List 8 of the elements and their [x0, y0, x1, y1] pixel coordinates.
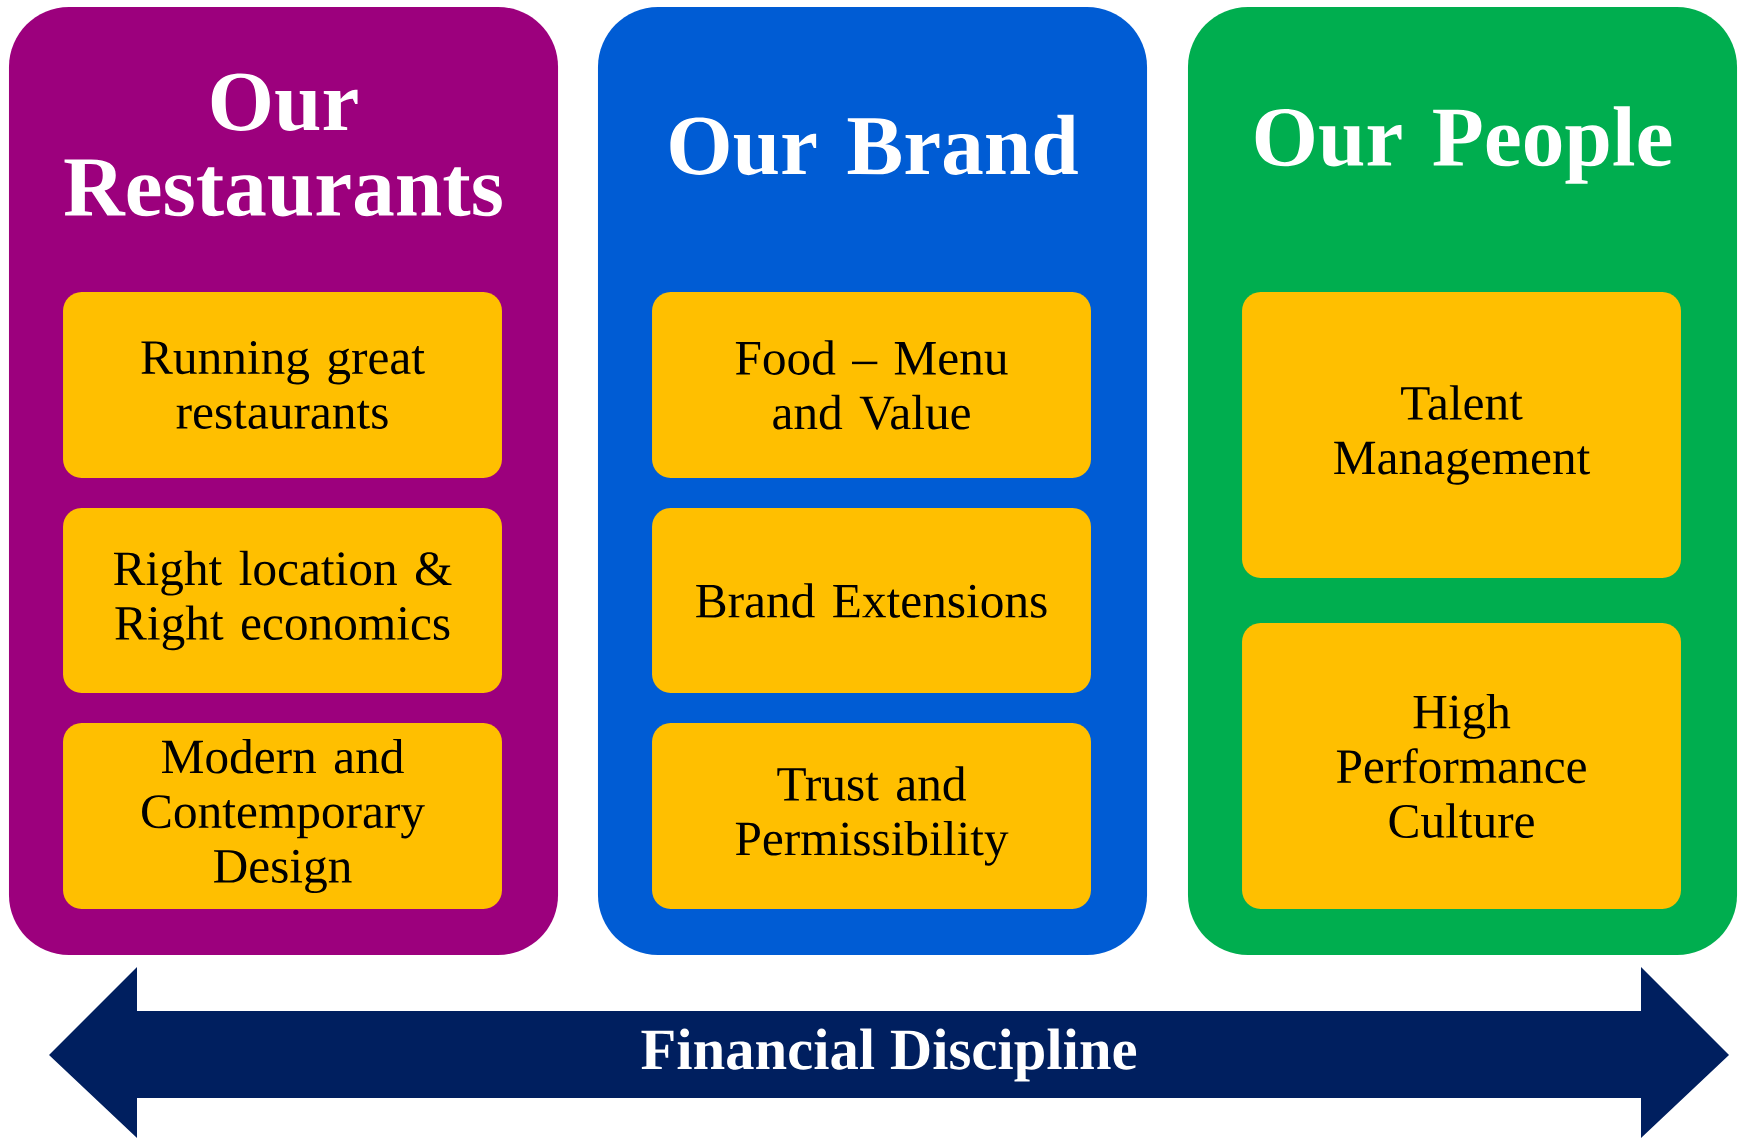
item-box: Modern and Contemporary Design [63, 723, 502, 909]
item-box: High Performance Culture [1242, 623, 1681, 909]
item-box: Food – Menu and Value [652, 292, 1091, 478]
item-box: Talent Management [1242, 292, 1681, 578]
item-box: Trust and Permissibility [652, 723, 1091, 909]
item-box: Running great restaurants [63, 292, 502, 478]
item-box: Brand Extensions [652, 507, 1091, 694]
item-box: Right location & Right economics [63, 507, 502, 694]
